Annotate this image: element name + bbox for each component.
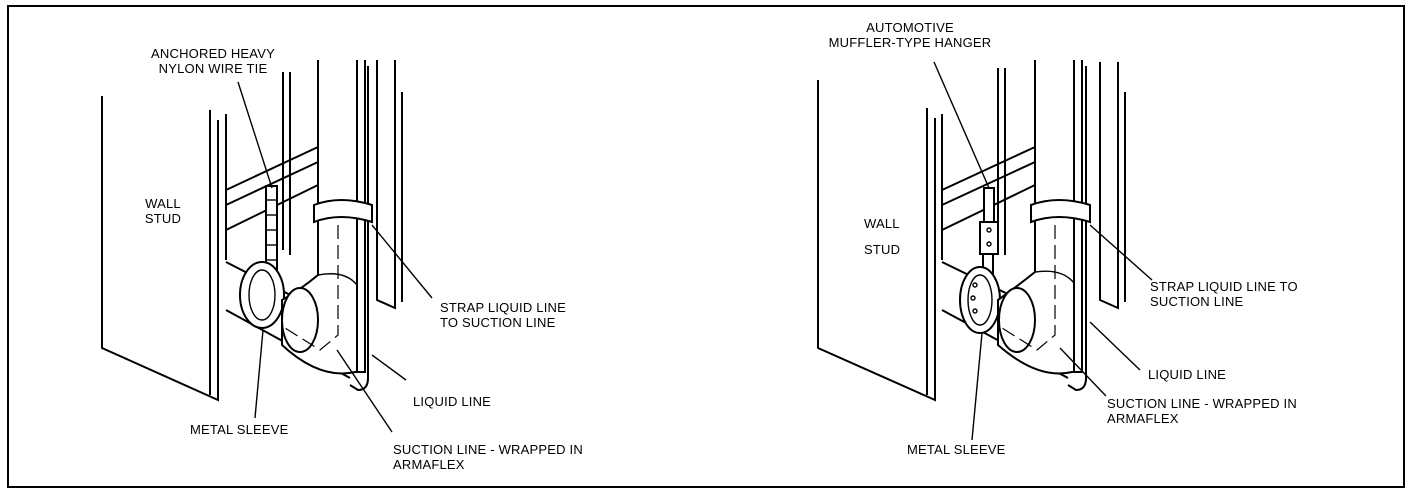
- label-nylon-wire-tie: ANCHORED HEAVY NYLON WIRE TIE: [151, 46, 275, 76]
- label-strap-liquid-line: STRAP LIQUID LINE TO SUCTION LINE: [440, 300, 566, 330]
- label-stud: STUD: [864, 242, 901, 257]
- diagram-frame: [7, 5, 1405, 488]
- label-suction-line-right: SUCTION LINE - WRAPPED IN ARMAFLEX: [1107, 396, 1297, 426]
- left-metal-sleeve: [239, 261, 285, 329]
- label-suction-line: SUCTION LINE - WRAPPED IN ARMAFLEX: [393, 442, 583, 472]
- label-strap-liquid-line-right: STRAP LIQUID LINE TO SUCTION LINE: [1150, 279, 1298, 309]
- left-strap: [313, 199, 373, 224]
- label-metal-sleeve: METAL SLEEVE: [190, 422, 289, 437]
- label-muffler-hanger: AUTOMOTIVE MUFFLER-TYPE HANGER: [828, 20, 992, 50]
- leader-tie: [237, 81, 273, 189]
- label-liquid-line: LIQUID LINE: [413, 394, 492, 409]
- right-strap: [1030, 199, 1091, 224]
- muffler-hanger: [983, 187, 995, 224]
- label-wall: WALL: [864, 216, 900, 231]
- right-metal-sleeve: [959, 266, 1001, 334]
- left-wall-stud: [101, 96, 219, 402]
- left-figure-drawing: [101, 60, 433, 433]
- label-liquid-line-right: LIQUID LINE: [1148, 367, 1227, 382]
- label-wall-stud: WALL STUD: [144, 196, 182, 226]
- label-metal-sleeve-right: METAL SLEEVE: [907, 442, 1006, 457]
- right-wall-stud: [817, 80, 936, 402]
- right-figure-drawing: [817, 60, 1153, 441]
